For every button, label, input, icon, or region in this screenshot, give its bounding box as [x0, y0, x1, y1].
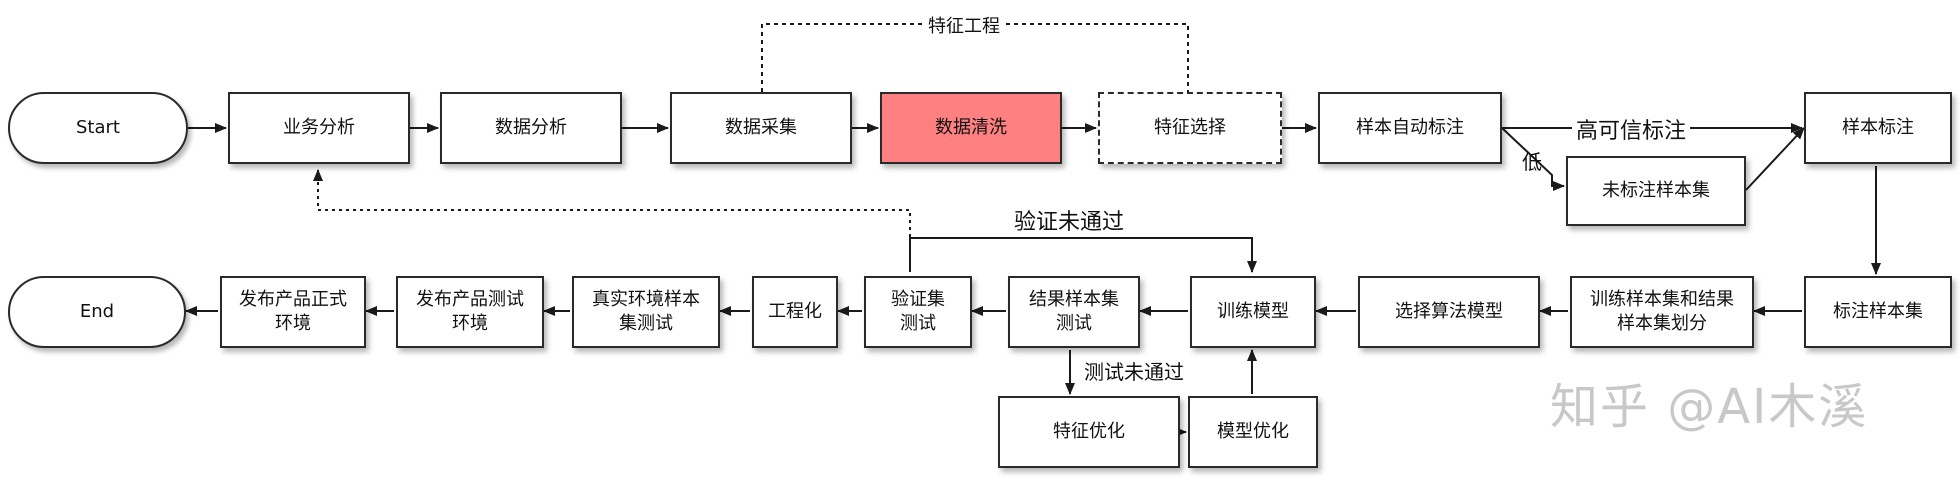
real-test-node: 真实环境样本集测试 [572, 276, 720, 348]
edge-valid-biz [313, 169, 911, 272]
biz-analysis-node: 业务分析 [228, 92, 410, 164]
end-node: End [8, 276, 186, 348]
unlabeled-set-node: 未标注样本集 [1566, 156, 1746, 226]
feature-engineering-label: 特征工程 [924, 12, 1004, 38]
feature-select-node: 特征选择 [1098, 92, 1282, 164]
valid-test-line2: 测试 [900, 313, 936, 334]
valid-test-node: 验证集测试 [864, 276, 972, 348]
result-test-line1: 结果样本集 [1029, 288, 1119, 310]
result-test-node: 结果样本集测试 [1008, 276, 1140, 348]
labeled-set-node: 标注样本集 [1804, 276, 1952, 348]
real-test-line2: 集测试 [619, 313, 673, 334]
release-prod-node: 发布产品正式环境 [220, 276, 366, 348]
sample-label-node: 样本标注 [1804, 92, 1952, 164]
edge-auto-unlabeled [1501, 127, 1565, 191]
real-test-line1: 真实环境样本 [592, 288, 700, 310]
train-split-node: 训练样本集和结果样本集划分 [1570, 276, 1754, 348]
train-split-line1: 训练样本集和结果 [1590, 288, 1734, 310]
high-confidence-label: 高可信标注 [1572, 113, 1691, 145]
result-test-line2: 测试 [1056, 313, 1092, 334]
release-test-node: 发布产品测试环境 [396, 276, 544, 348]
edge-valid-failed [909, 237, 1257, 273]
model-opt-node: 模型优化 [1188, 396, 1318, 468]
edge-unlabeled-label [1745, 127, 1805, 191]
release-prod-line1: 发布产品正式 [239, 288, 347, 310]
start-node: Start [8, 92, 188, 164]
release-prod-line2: 环境 [275, 313, 311, 334]
watermark: 知乎 @AI木溪 [1550, 379, 1869, 435]
low-label: 低 [1522, 150, 1542, 174]
data-collect-node: 数据采集 [670, 92, 852, 164]
data-clean-node: 数据清洗 [880, 92, 1062, 164]
test-failed-label: 测试未通过 [1080, 356, 1188, 385]
feature-opt-node: 特征优化 [998, 396, 1180, 468]
engineering-node: 工程化 [752, 276, 838, 348]
train-split-line2: 样本集划分 [1617, 313, 1707, 334]
valid-test-line1: 验证集 [891, 288, 945, 310]
auto-label-node: 样本自动标注 [1318, 92, 1502, 164]
valid-failed-label: 验证未通过 [1010, 204, 1129, 236]
release-test-line2: 环境 [452, 313, 488, 334]
select-algo-node: 选择算法模型 [1358, 276, 1540, 348]
train-model-node: 训练模型 [1190, 276, 1316, 348]
data-analysis-node: 数据分析 [440, 92, 622, 164]
release-test-line1: 发布产品测试 [416, 288, 524, 310]
